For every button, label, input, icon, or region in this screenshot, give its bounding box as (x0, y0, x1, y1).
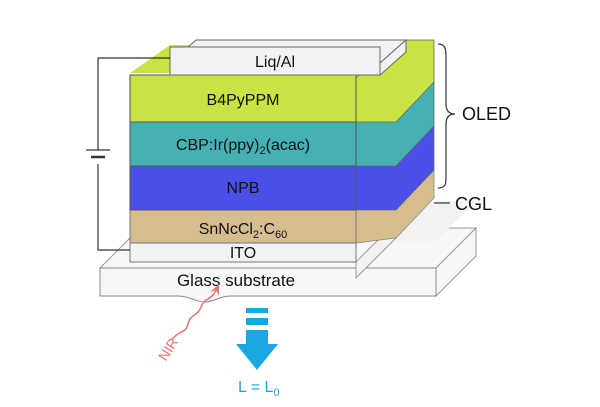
light-output-arrow (236, 308, 278, 370)
cgl-formula: SnNcCl2:C60 (199, 221, 288, 241)
cgl-pointer: CGL (434, 194, 492, 214)
nir-label: NIR (155, 335, 181, 364)
substrate-label: Glass substrate (177, 271, 295, 290)
cathode-label: Liq/Al (255, 54, 295, 71)
oled-label: OLED (462, 104, 511, 124)
eml-formula: CBP:Ir(ppy)2(acac) (176, 137, 310, 157)
htl-label: NPB (227, 180, 260, 197)
cgl-side-label: CGL (455, 194, 492, 214)
cathode-layer: Liq/Al (168, 38, 408, 77)
anode-label: ITO (230, 245, 256, 262)
etl-label: B4PyPPM (207, 92, 280, 109)
eml-layer: CBP:Ir(ppy)2(acac) (129, 81, 435, 167)
output-label: L = L0 (238, 379, 280, 399)
external-circuit (86, 57, 170, 251)
oled-brace: OLED (437, 43, 511, 189)
